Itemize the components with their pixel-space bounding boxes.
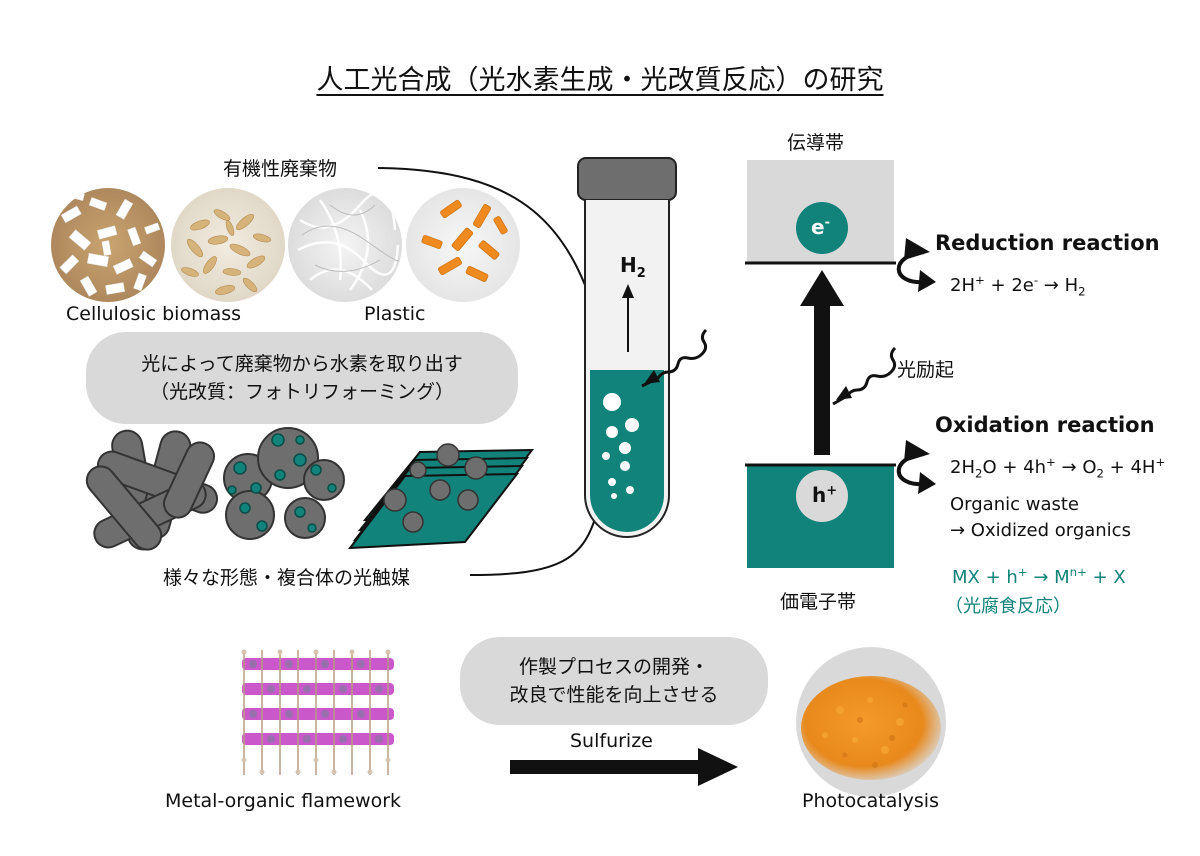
reduction-title: Reduction reaction <box>935 231 1160 255</box>
nanosheets <box>347 443 535 550</box>
organic-waste-label: 有機性廃棄物 <box>223 158 338 180</box>
biomass-photo <box>171 188 285 302</box>
conduction-band-label: 伝導帯 <box>787 132 845 154</box>
nanorods <box>85 429 219 551</box>
oxidized-organics-text: → Oxidized organics <box>950 520 1131 541</box>
corrosion-equation: MX + h+ → Mn+ + X <box>952 565 1126 588</box>
spheres <box>223 427 345 540</box>
pill-top-line1: 光によって廃棄物から水素を取り出す <box>141 353 463 375</box>
excitation-label: 光励起 <box>897 359 955 381</box>
electron-label: e- <box>811 215 830 239</box>
pill-bottom-line1: 作製プロセスの開発・ <box>518 656 709 678</box>
pill-bottom-line2: 改良で性能を向上させる <box>509 684 719 706</box>
light-wave-excitation <box>832 346 897 406</box>
test-tube <box>577 157 677 538</box>
plastic-label: Plastic <box>364 303 426 325</box>
plastic-photo <box>288 188 402 302</box>
powder-photo <box>796 647 946 797</box>
page-title: 人工光合成（光水素生成・光改質反応）の研究 <box>316 65 884 96</box>
sulfurize-arrow <box>510 748 738 786</box>
band-diagram <box>745 160 896 568</box>
photoreforming-pill: 光によって廃棄物から水素を取り出す （光改質：フォトリフォーミング） <box>86 332 518 424</box>
light-wave-tube <box>641 328 708 388</box>
oxidation-equation: 2H2O + 4h+ → O2 + 4H+ <box>950 455 1166 481</box>
corrosion-label: （光腐食反応） <box>945 596 1071 617</box>
mof-label: Metal-organic flamework <box>165 790 402 812</box>
oxidation-title: Oxidation reaction <box>935 413 1155 437</box>
cellulosic-biomass-label: Cellulosic biomass <box>66 303 242 325</box>
cellulosic-photo <box>51 188 165 302</box>
sulfurize-label: Sulfurize <box>570 730 653 752</box>
catalyst-label: 様々な形態・複合体の光触媒 <box>163 567 411 589</box>
photocatalysis-label: Photocatalysis <box>802 790 939 812</box>
hole-label: h+ <box>812 483 838 507</box>
organic-waste-text: Organic waste <box>950 494 1079 515</box>
valence-band-label: 価電子帯 <box>780 591 857 613</box>
orange-pieces-photo <box>406 188 520 302</box>
reduction-equation: 2H+ + 2e- → H2 <box>950 273 1086 299</box>
process-pill: 作製プロセスの開発・ 改良で性能を向上させる <box>460 637 768 725</box>
mof-structure <box>241 649 394 775</box>
pill-top-line2: （光改質：フォトリフォーミング） <box>149 381 454 403</box>
h2-label: H2 <box>620 253 646 281</box>
